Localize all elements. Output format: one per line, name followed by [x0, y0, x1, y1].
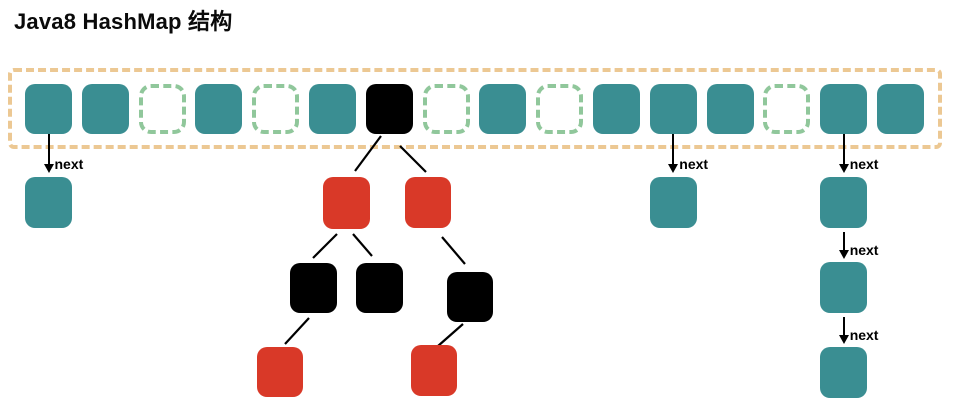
- bucket-cell-6: [365, 83, 413, 134]
- tree-edge: [352, 233, 373, 257]
- bucket-cell-14: [820, 83, 868, 134]
- bucket-cell-4: [252, 83, 300, 134]
- tree-node-lr: [356, 263, 403, 313]
- tree-edge: [441, 236, 466, 265]
- diagram-title: Java8 HashMap 结构: [14, 9, 233, 34]
- list-node: [25, 177, 72, 228]
- bucket-cell-2: [138, 83, 186, 134]
- bucket-cell-5: [308, 83, 356, 134]
- tree-node-rrl: [411, 345, 457, 396]
- next-arrow: next: [838, 232, 878, 259]
- list-node: [820, 347, 868, 398]
- tree-node-ll: [290, 263, 337, 313]
- next-label: next: [679, 155, 709, 172]
- bucket-cell-0: [25, 83, 72, 134]
- bucket-cell-10: [592, 83, 640, 134]
- next-label: next: [849, 326, 879, 343]
- bucket-cell-1: [81, 83, 129, 134]
- tree-edge: [399, 145, 427, 173]
- list-node: [649, 177, 697, 228]
- list-node: [820, 177, 868, 228]
- bucket-cell-11: [649, 83, 697, 134]
- bucket-cell-9: [536, 83, 584, 134]
- tree-node-lll: [257, 347, 303, 397]
- bucket-cell-7: [422, 83, 470, 134]
- bucket-cell-13: [763, 83, 811, 134]
- bucket-cell-15: [876, 83, 924, 134]
- bucket-cell-3: [195, 83, 243, 134]
- tree-edge: [284, 317, 310, 345]
- next-label: next: [849, 241, 879, 258]
- tree-node-l: [323, 177, 370, 229]
- tree-edge: [312, 233, 338, 259]
- tree-edge: [437, 323, 464, 347]
- bucket-cell-12: [706, 83, 754, 134]
- next-label: next: [849, 155, 879, 172]
- bucket-array: [8, 68, 942, 149]
- tree-node-rr: [447, 272, 493, 322]
- list-node: [820, 262, 868, 313]
- next-arrow: next: [838, 317, 878, 344]
- bucket-cell-8: [479, 83, 527, 134]
- tree-node-r: [405, 177, 451, 228]
- next-label: next: [54, 155, 84, 172]
